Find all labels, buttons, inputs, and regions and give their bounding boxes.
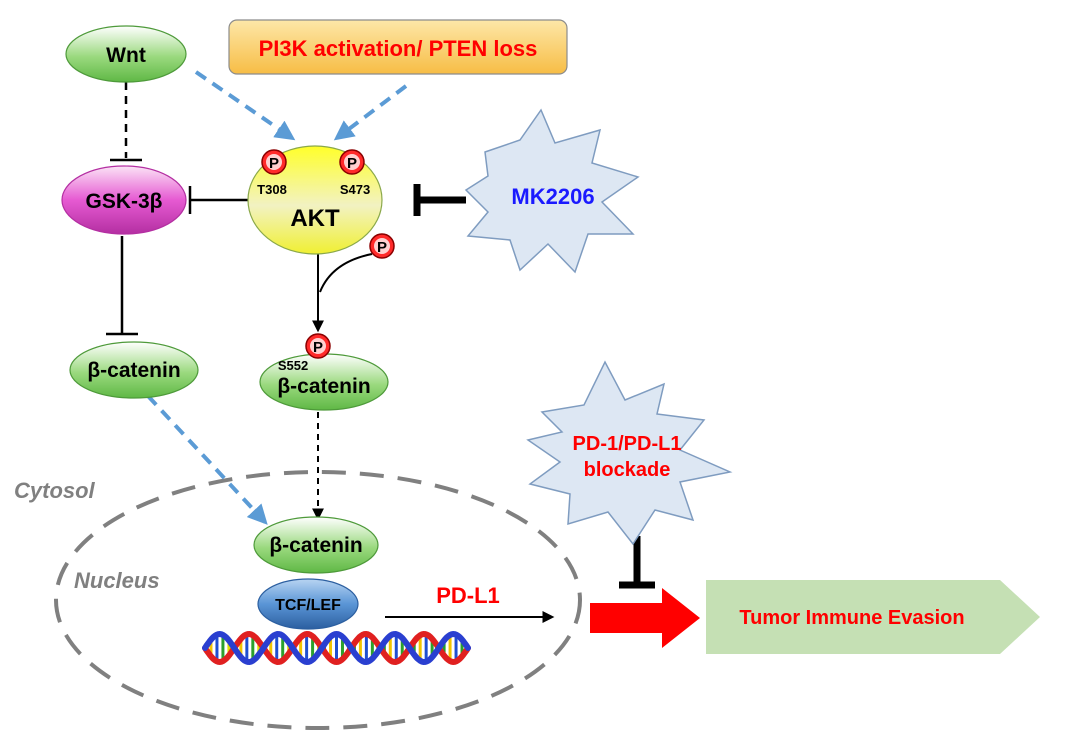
svg-text:P: P — [377, 239, 387, 256]
pd1-blockade-label-2: blockade — [584, 459, 671, 481]
beta-catenin-phospho-label: β-catenin — [277, 375, 370, 398]
beta-catenin-nuclear-node — [253, 516, 379, 574]
wnt-to-akt-arrow — [194, 70, 296, 141]
dna-helix-icon — [202, 630, 471, 666]
mk2206-label: MK2206 — [511, 184, 594, 209]
wnt-node — [65, 25, 187, 83]
phospho-badge-t308: P — [261, 149, 287, 175]
akt-site-t308: T308 — [257, 182, 287, 197]
mk2206-star — [464, 108, 640, 274]
pdl1-label: PD-L1 — [436, 583, 500, 608]
catenin-to-nucleus-arrow — [146, 394, 268, 525]
phospho-badge-s552: P — [305, 333, 331, 359]
pi3k-to-akt-arrow — [333, 84, 408, 141]
beta-catenin-nuclear-label: β-catenin — [269, 534, 362, 557]
big-red-arrow — [590, 588, 700, 648]
pd1-blockade-star — [526, 360, 733, 546]
akt-label: AKT — [290, 205, 340, 232]
phospho-badge-s473: P — [339, 149, 365, 175]
nucleus-membrane — [54, 470, 582, 730]
tcf-lef-node — [257, 578, 359, 630]
tumor-evasion-label: Tumor Immune Evasion — [739, 607, 964, 629]
nucleus-label: Nucleus — [74, 568, 160, 593]
phospho-transfer-curve — [319, 253, 373, 293]
tumor-evasion-box — [706, 580, 1040, 654]
beta-catenin-site-s552: S552 — [278, 358, 308, 373]
pi3k-node — [228, 19, 568, 75]
svg-text:P: P — [347, 155, 357, 172]
beta-catenin-left-label: β-catenin — [87, 359, 180, 382]
cytosol-label: Cytosol — [14, 478, 96, 503]
dna-strand-red — [202, 630, 471, 666]
gsk3b-node — [61, 165, 187, 235]
wnt-label: Wnt — [106, 44, 146, 67]
pi3k-label: PI3K activation/ PTEN loss — [259, 36, 538, 61]
svg-text:P: P — [313, 339, 323, 356]
phospho-badge-free: P — [369, 233, 395, 259]
dna-strand-blue — [202, 630, 471, 666]
svg-text:P: P — [269, 155, 279, 172]
beta-catenin-left-node — [69, 341, 199, 399]
akt-site-s473: S473 — [340, 182, 370, 197]
pd1-blockade-label-1: PD-1/PD-L1 — [573, 433, 682, 455]
tcf-lef-label: TCF/LEF — [275, 597, 341, 614]
gsk3b-label: GSK-3β — [86, 190, 163, 213]
